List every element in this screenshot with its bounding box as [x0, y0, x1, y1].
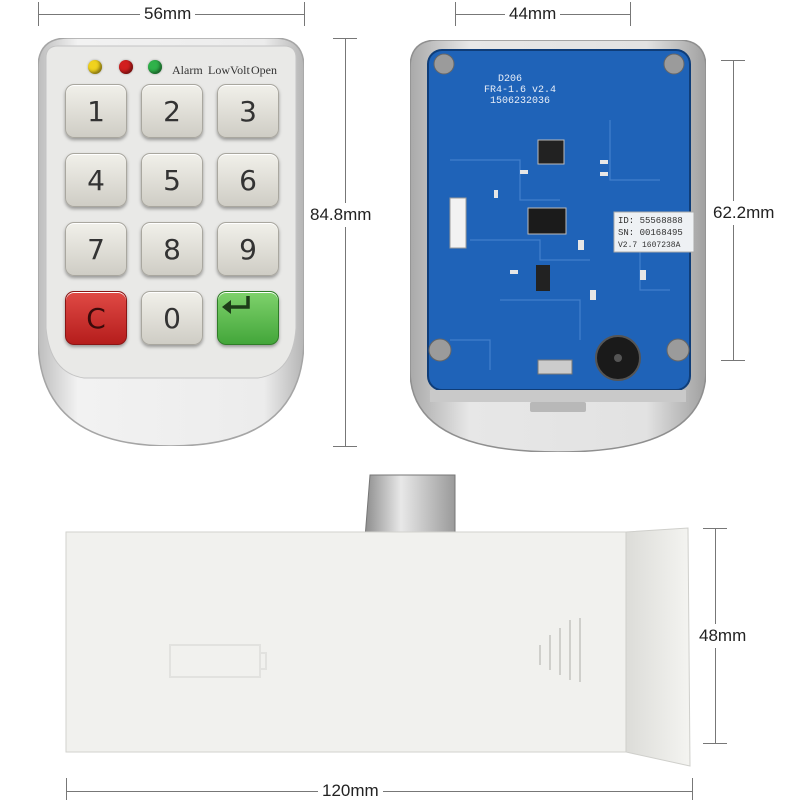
lock-body [60, 470, 700, 785]
pcb-width-label: 44mm [505, 4, 561, 24]
key-2[interactable]: 2 [141, 84, 203, 138]
keypad-height-line [345, 38, 346, 446]
keypad: Alarm LowVolt Open 1 2 3 4 5 6 7 8 9 C 0 [38, 38, 304, 446]
pcb-model-line-3: 1506232036 [490, 96, 551, 107]
keypad-width-tick-right [304, 2, 305, 26]
pcb-width-tick-right [630, 2, 631, 26]
pcb-height-tick-top [721, 60, 745, 61]
sticker-line-3: V2.7 1607238A [618, 241, 681, 250]
pcb-housing [409, 39, 707, 453]
key-8[interactable]: 8 [141, 222, 203, 276]
enter-key[interactable] [217, 291, 279, 345]
key-0[interactable]: 0 [141, 291, 203, 345]
sticker-line-2: SN: 00168495 [618, 228, 683, 238]
key-6[interactable]: 6 [217, 153, 279, 207]
key-7[interactable]: 7 [65, 222, 127, 276]
lowvolt-label: LowVolt [208, 63, 250, 77]
body-length-tick-left [66, 778, 67, 800]
enter-icon [222, 296, 250, 314]
keypad-height-label: 84.8mm [308, 203, 374, 227]
open-label: Open [251, 63, 277, 77]
key-3[interactable]: 3 [217, 84, 279, 138]
keypad-height-tick-top [333, 38, 357, 39]
key-4[interactable]: 4 [65, 153, 127, 207]
clear-key[interactable]: C [65, 291, 127, 345]
lowvolt-led [119, 60, 133, 74]
alarm-led [88, 60, 102, 74]
pcb-height-label: 62.2mm [711, 201, 777, 225]
key-9[interactable]: 9 [217, 222, 279, 276]
key-1[interactable]: 1 [65, 84, 127, 138]
body-height-tick-top [703, 528, 727, 529]
pcb-width-tick-left [455, 2, 456, 26]
circuit-board-view: D206 FR4-1.6 v2.4 1506232036 ID: 5556888… [409, 39, 707, 453]
keypad-width-tick-left [38, 2, 39, 26]
pcb-model-line-1: D206 [498, 74, 523, 85]
open-led [148, 60, 162, 74]
body-length-label: 120mm [318, 781, 383, 801]
pcb-height-tick-bottom [721, 360, 745, 361]
lock-body-shape [65, 474, 691, 767]
key-5[interactable]: 5 [141, 153, 203, 207]
keypad-width-label: 56mm [140, 4, 196, 24]
keypad-height-tick-bottom [333, 446, 357, 447]
alarm-label: Alarm [172, 63, 203, 77]
body-height-tick-bottom [703, 743, 727, 744]
body-height-label: 48mm [697, 624, 749, 648]
sticker-line-1: ID: 55568888 [618, 216, 683, 226]
pcb-model-line-2: FR4-1.6 v2.4 [484, 85, 557, 96]
body-length-tick-right [692, 778, 693, 800]
